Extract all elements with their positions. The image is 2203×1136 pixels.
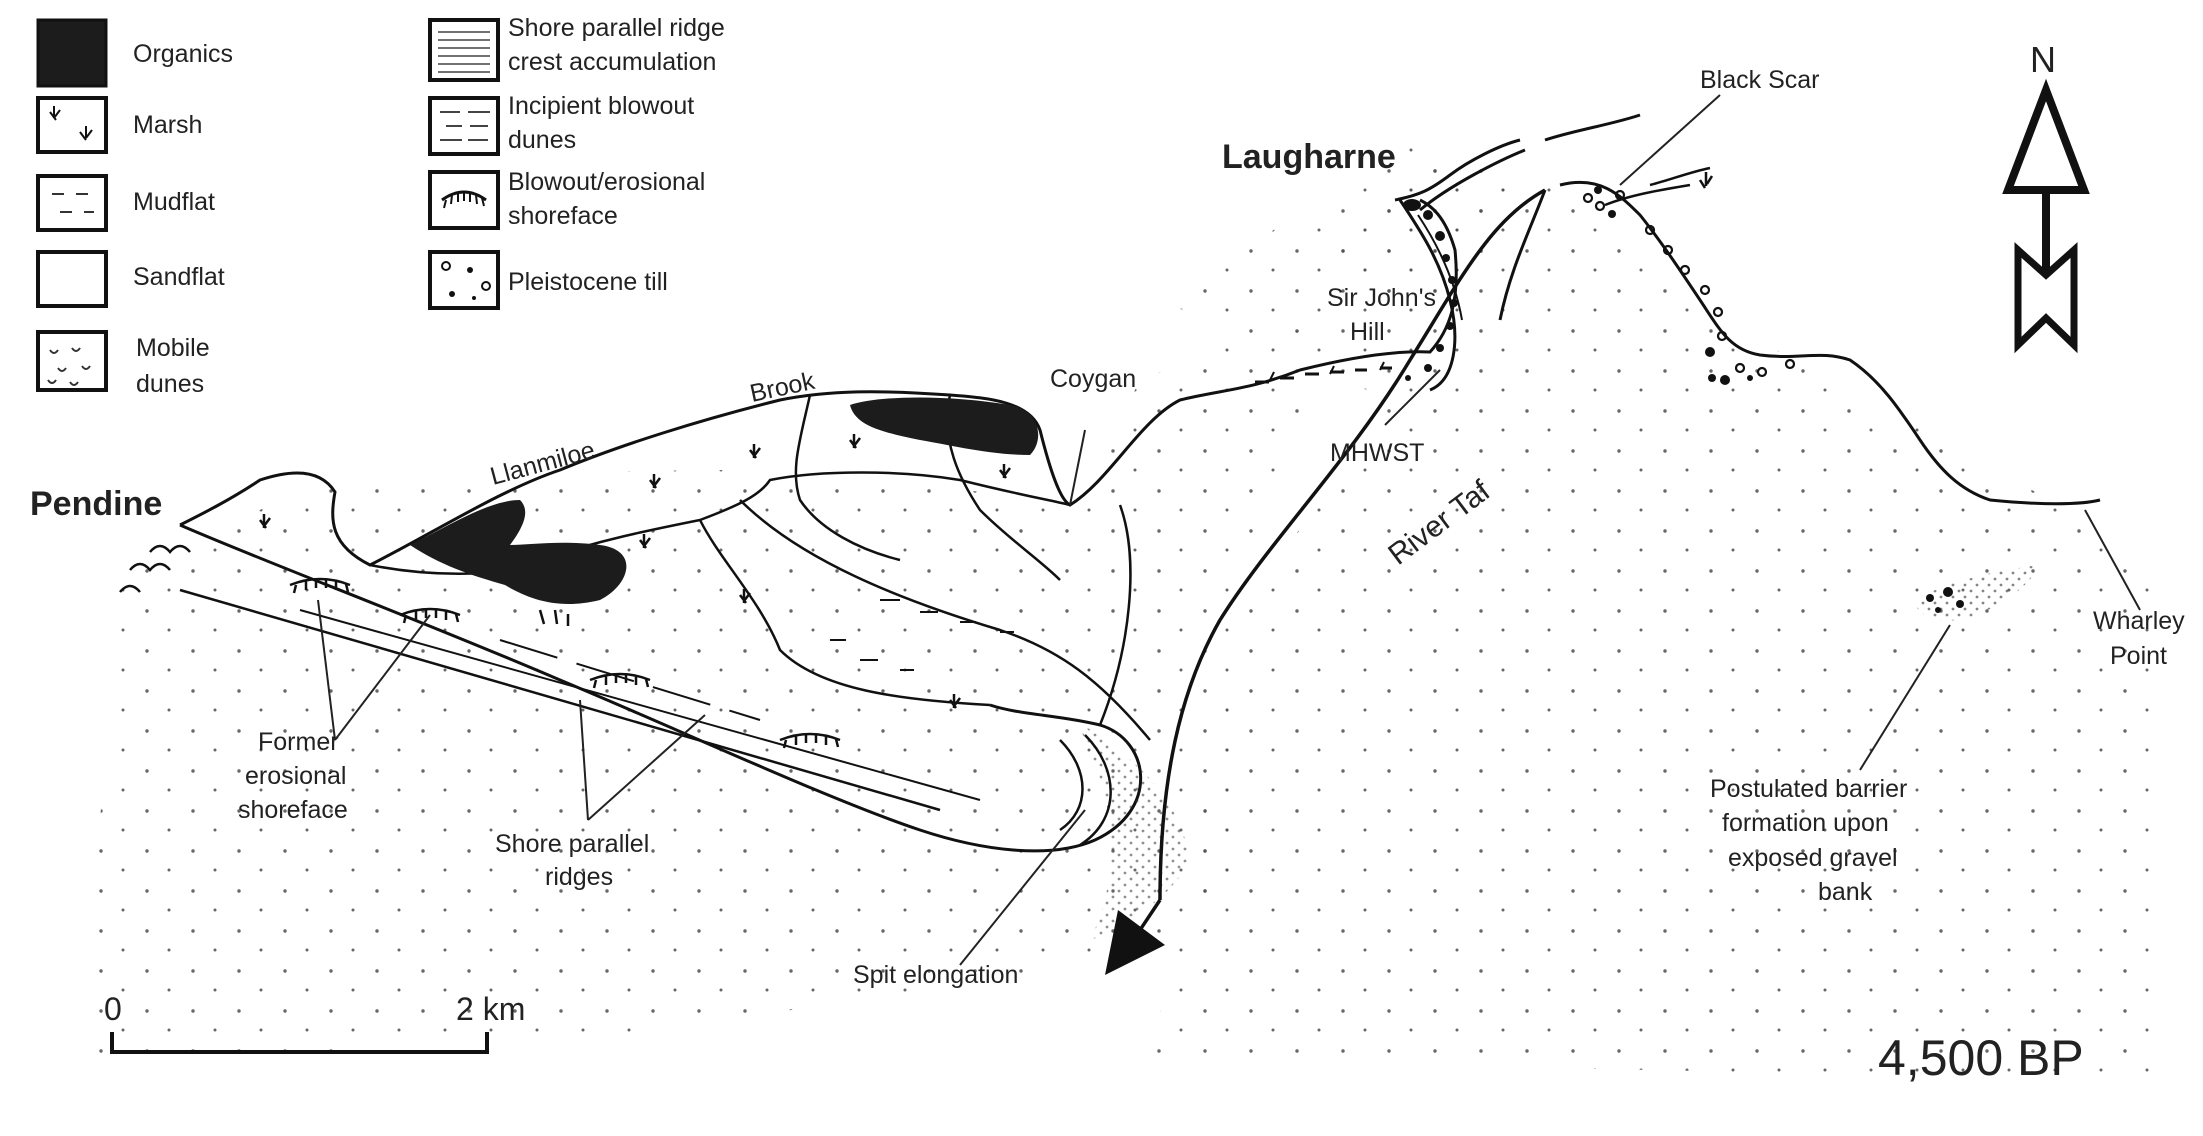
legend: Organics Marsh Mudflat Sandflat Mobile d… — [36, 14, 725, 398]
place-sir-johns-hill-line1: Sir John's — [1327, 284, 1436, 312]
place-sir-johns-hill-line2: Hill — [1350, 318, 1385, 346]
north-arrow: N — [2002, 39, 2090, 354]
legend-item-mudflat: Mudflat — [36, 174, 215, 232]
legend-label: Pleistocene till — [508, 268, 668, 296]
legend-label: Mudflat — [133, 188, 215, 216]
place-wharley-line1: Wharley — [2093, 607, 2185, 635]
legend-item-incipient-blowout: Incipient blowout dunes — [428, 92, 694, 156]
legend-label-line1: Mobile — [136, 334, 210, 362]
legend-item-ridge-crest: Shore parallel ridge crest accumulation — [428, 14, 725, 82]
legend-item-mobile-dunes: Mobile dunes — [36, 330, 210, 398]
annotation-ridges-line1: Shore parallel — [495, 830, 649, 858]
legend-label-line2: dunes — [508, 126, 576, 154]
legend-item-till: Pleistocene till — [428, 250, 668, 310]
label-mhwst: MHWST — [1330, 439, 1424, 467]
place-brook: Brook — [747, 367, 817, 408]
mudflat-swatch — [36, 174, 108, 232]
annotation-barrier-line3: exposed gravel — [1728, 844, 1898, 872]
date-label: 4,500 BP — [1878, 1030, 2084, 1086]
leader-lines — [317, 94, 2141, 966]
feature-annotations: Former erosional shoreface Shore paralle… — [238, 728, 1907, 989]
legend-item-blowout-shoreface: Blowout/erosional shoreface — [428, 168, 705, 230]
organics-swatch — [36, 18, 108, 88]
ridge-crest-swatch — [428, 18, 500, 82]
incipient-dunes — [830, 599, 1014, 671]
organics-patches — [410, 397, 1039, 605]
marsh-symbols — [259, 434, 1011, 709]
laugharne-coast — [1255, 113, 1641, 392]
east-bank — [1559, 166, 2101, 506]
blowout-symbols — [289, 577, 841, 749]
north-arrow-icon — [2002, 78, 2090, 194]
marsh-swatch — [36, 96, 108, 154]
legend-item-organics: Organics — [36, 18, 233, 88]
annotation-ridges-line2: ridges — [545, 863, 613, 891]
legend-label-line1: Shore parallel ridge — [508, 14, 725, 42]
till-swatch — [428, 250, 500, 310]
scale-end-label: 2 km — [456, 991, 525, 1027]
annotation-barrier-line4: bank — [1818, 878, 1873, 906]
scale-start-label: 0 — [104, 991, 122, 1027]
place-coygan: Coygan — [1050, 365, 1136, 393]
annotation-barrier-line2: formation upon — [1722, 809, 1889, 837]
place-pendine: Pendine — [30, 485, 162, 523]
place-wharley-line2: Point — [2110, 642, 2167, 670]
scale-bar: 0 2 km — [104, 991, 525, 1054]
place-laugharne: Laugharne — [1222, 138, 1396, 176]
legend-label-line2: dunes — [136, 370, 204, 398]
annotation-former-line2: erosional — [245, 762, 346, 790]
pendine-cliff — [119, 544, 191, 593]
sandflat-swatch — [36, 250, 108, 308]
north-label: N — [2030, 39, 2056, 80]
flow-arrowhead-icon — [1105, 910, 1165, 975]
river-taf-channel — [1105, 188, 1547, 975]
annotation-former-line1: Former — [258, 728, 339, 756]
legend-label: Sandflat — [133, 263, 225, 291]
legend-label-line1: Blowout/erosional — [508, 168, 705, 196]
annotation-barrier-line1: Postulated barrier — [1710, 775, 1907, 803]
legend-item-marsh: Marsh — [36, 96, 202, 154]
annotation-former-line3: shoreface — [238, 796, 348, 824]
legend-label-line2: shoreface — [508, 202, 618, 230]
place-black-scar: Black Scar — [1700, 66, 1819, 94]
legend-label-line2: crest accumulation — [508, 48, 716, 76]
legend-label-line1: Incipient blowout — [508, 92, 694, 120]
legend-item-sandflat: Sandflat — [36, 250, 225, 308]
legend-label: Marsh — [133, 111, 202, 139]
annotation-spit: Spit elongation — [853, 961, 1018, 989]
legend-label: Organics — [133, 40, 233, 68]
postulated-barrier — [1915, 565, 2040, 621]
